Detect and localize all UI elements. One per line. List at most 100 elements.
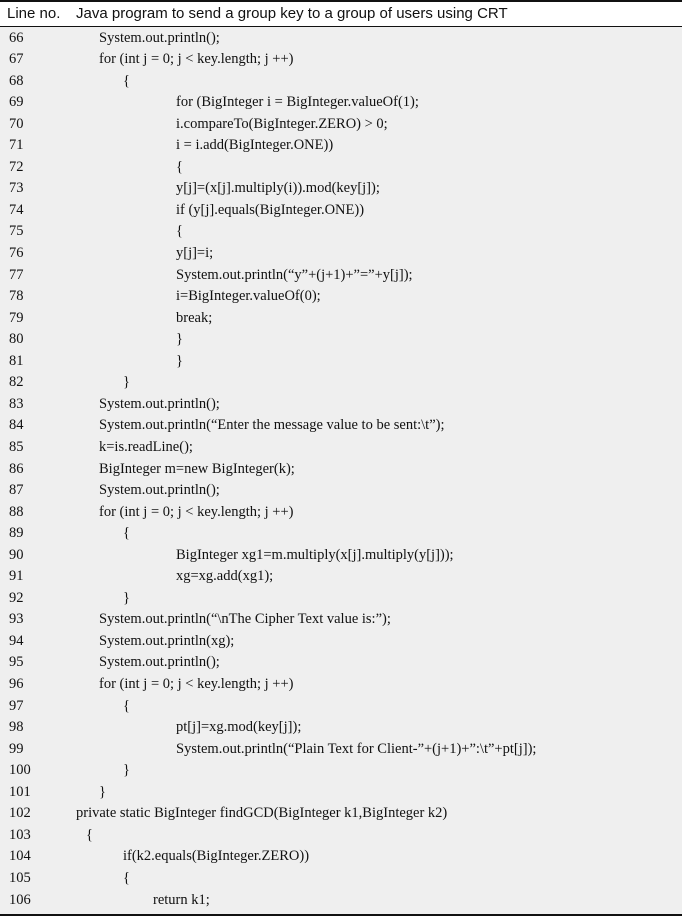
code-line: y[j]=i; <box>176 245 214 261</box>
line-number: 104 <box>9 848 31 865</box>
line-number: 75 <box>9 223 24 240</box>
line-number: 71 <box>9 137 24 154</box>
line-number: 99 <box>9 740 24 757</box>
table-row: 79 break; <box>0 308 682 330</box>
code-line: for (int j = 0; j < key.length; j ++) <box>99 676 294 692</box>
code-line: { <box>86 826 93 843</box>
top-rule <box>0 0 682 2</box>
code-line: System.out.println(“y”+(j+1)+”=”+y[j]); <box>176 266 413 283</box>
line-number: 93 <box>9 611 24 628</box>
line-number: 101 <box>9 783 31 800</box>
code-line: System.out.println(“Enter the message va… <box>99 417 445 434</box>
table-row: 78 i=BigInteger.valueOf(0); <box>0 286 682 308</box>
table-row: 77 System.out.println(“y”+(j+1)+”=”+y[j])… <box>0 265 682 287</box>
table-row: 82} <box>0 372 682 394</box>
code-line: } <box>123 762 130 779</box>
table-row: 97 { <box>0 696 682 718</box>
line-number: 77 <box>9 266 24 283</box>
table-row: 92} <box>0 588 682 610</box>
line-number: 70 <box>9 115 24 132</box>
code-line: break; <box>176 309 213 326</box>
code-line: y[j]=(x[j].multiply(i)).mod(key[j]); <box>176 180 380 197</box>
code-line: { <box>123 72 130 89</box>
line-number: 100 <box>9 762 31 779</box>
table-row: 105{ <box>0 868 682 890</box>
code-line: System.out.println(xg); <box>99 632 235 649</box>
code-line: return k1; <box>153 891 210 908</box>
line-number: 78 <box>9 288 24 305</box>
line-number: 84 <box>9 417 24 434</box>
table-row: 68 { <box>0 71 682 93</box>
code-line: private static BigInteger findGCD(BigInt… <box>76 805 448 822</box>
table-row: 73 y[j]=(x[j].multiply(i)).mod(key[j]); <box>0 178 682 200</box>
line-number: 103 <box>9 826 31 843</box>
table-row: 86 BigInteger m=new BigInteger(k); <box>0 459 682 481</box>
code-line: for (int j = 0; j < key.length; j ++) <box>99 503 294 520</box>
table-row: 75 { <box>0 221 682 243</box>
code-line: } <box>176 331 183 348</box>
code-line: for (BigInteger i = BigInteger.valueOf(1… <box>176 94 419 111</box>
code-line: for (int j = 0; j < key.length; j ++) <box>99 51 294 68</box>
code-line: xg=xg.add(xg1); <box>176 568 274 585</box>
code-line: if(k2.equals(BigInteger.ZERO)) <box>123 848 310 865</box>
line-number: 97 <box>9 697 24 714</box>
bottom-rule <box>0 914 682 916</box>
code-line: } <box>99 783 106 800</box>
line-number: 68 <box>9 72 24 89</box>
code-line: { <box>176 223 183 240</box>
table-row: 71 i = i.add(BigInteger.ONE)) <box>0 135 682 157</box>
table-row: 72{ <box>0 157 682 179</box>
code-line: } <box>123 589 130 606</box>
code-line: pt[j]=xg.mod(key[j]); <box>176 719 302 736</box>
line-number: 94 <box>9 632 24 649</box>
table-row: 89 { <box>0 523 682 545</box>
code-line: i=BigInteger.valueOf(0); <box>176 288 321 305</box>
code-line: { <box>123 697 130 714</box>
code-line: k=is.readLine(); <box>99 438 193 455</box>
table-row: 84 System.out.println(“Enter the message … <box>0 415 682 437</box>
code-line: } <box>123 374 130 391</box>
table-row: 94 System.out.println(xg); <box>0 631 682 653</box>
table-header: Line no. Java program to send a group ke… <box>0 2 682 26</box>
header-rule <box>0 26 682 27</box>
table-row: 91 xg=xg.add(xg1); <box>0 566 682 588</box>
line-number: 86 <box>9 460 24 477</box>
line-number: 87 <box>9 482 24 499</box>
table-row: 100} <box>0 760 682 782</box>
line-number: 73 <box>9 180 24 197</box>
code-line: System.out.println(); <box>99 29 220 46</box>
line-number: 82 <box>9 374 24 391</box>
line-number: 79 <box>9 309 24 326</box>
table-row: 81} <box>0 351 682 373</box>
line-number: 85 <box>9 438 24 455</box>
code-line: System.out.println(); <box>99 395 220 412</box>
code-line: { <box>123 525 130 542</box>
code-line: i = i.add(BigInteger.ONE)) <box>176 137 334 154</box>
code-line: } <box>176 352 183 369</box>
table-row: 80} <box>0 329 682 351</box>
table-row: 104 if(k2.equals(BigInteger.ZERO)) <box>0 846 682 868</box>
header-line-no: Line no. <box>7 5 61 22</box>
code-line: BigInteger m=new BigInteger(k); <box>99 460 295 477</box>
line-number: 89 <box>9 525 24 542</box>
line-number: 105 <box>9 869 31 886</box>
line-number: 80 <box>9 331 24 348</box>
line-number: 91 <box>9 568 24 585</box>
table-row: 103 { <box>0 825 682 847</box>
code-line: { <box>176 158 183 175</box>
